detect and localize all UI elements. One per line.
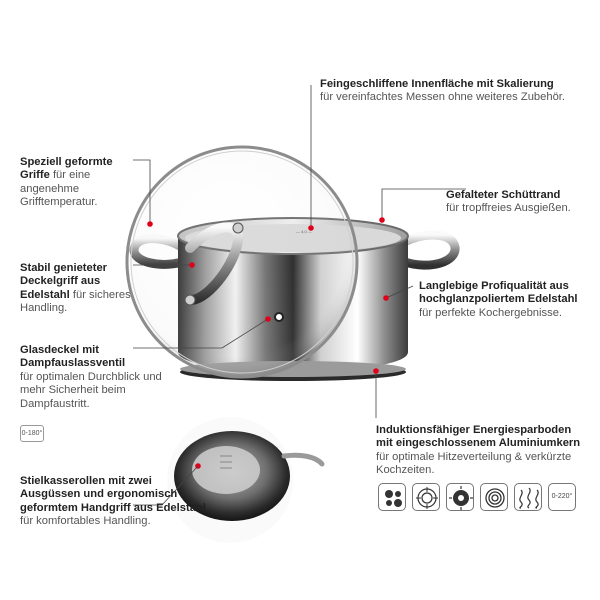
callout-induktion: Induktionsfähiger Energiesparboden mit e… <box>376 424 591 478</box>
gas-hob-icon <box>412 483 440 511</box>
oven-temperature-badge: 0-220° <box>548 483 576 511</box>
callout-griffe-text: für eine angenehme Grifftemperatur. <box>20 169 98 209</box>
callout-stielkasserolle: Stielkasserollen mit zwei Ausgüssen und … <box>20 475 210 529</box>
callout-deckelgriff-text: für sicheres Handling. <box>20 288 131 315</box>
callout-innenflaeche-title: Feingeschliffene Innenfläche mit Skalier… <box>320 78 554 90</box>
callout-induktion-title: Induktionsfähiger Energiesparboden mit e… <box>376 424 581 450</box>
callout-induktion-text: für optimale Hitzeverteilung & verkürzte… <box>376 450 572 477</box>
electric-hob-icon <box>378 483 406 511</box>
callout-glasdeckel: Glasdeckel mit Dampfauslassventil für op… <box>20 344 170 411</box>
callout-profiqualitaet-text: für perfekte Kochergebnisse. <box>419 306 563 319</box>
callout-griffe: Speziell geformte Griffe für eine angene… <box>20 156 132 210</box>
callout-stielkasserolle-title: Stielkasserollen mit zwei Ausgüssen und … <box>20 475 206 514</box>
induction-hob-icon <box>514 483 542 511</box>
callout-profiqualitaet: Langlebige Profiqualität aus hochglanzpo… <box>419 280 589 320</box>
callout-griffe-title: Speziell geformte Griffe <box>20 156 113 182</box>
callout-glasdeckel-text: für optimalen Durchblick und mehr Sicher… <box>20 370 162 410</box>
callout-innenflaeche: Feingeschliffene Innenfläche mit Skalier… <box>320 78 590 105</box>
callout-stielkasserolle-text: für komfortables Handling. <box>20 515 151 528</box>
callout-profiqualitaet-title: Langlebige Profiqualität aus hochglanzpo… <box>419 280 578 306</box>
callout-deckelgriff: Stabil genieteter Deckelgriff aus Edelst… <box>20 262 140 316</box>
callout-schuettrand-text: für tropffreies Ausgießen. <box>446 202 571 215</box>
callout-schuettrand: Gefalteter Schüttrand für tropffreies Au… <box>446 189 596 216</box>
callout-deckelgriff-title: Stabil genieteter Deckelgriff aus Edelst… <box>20 262 108 301</box>
ceramic-hob-icon <box>480 483 508 511</box>
callout-glasdeckel-title: Glasdeckel mit Dampfauslassventil <box>20 344 126 370</box>
lid-temperature-badge: 0-180° <box>20 425 44 442</box>
callout-schuettrand-title: Gefalteter Schüttrand <box>446 189 561 201</box>
callout-innenflaeche-text: für vereinfachtes Messen ohne weiteres Z… <box>320 91 566 104</box>
halogen-hob-icon <box>446 483 474 511</box>
